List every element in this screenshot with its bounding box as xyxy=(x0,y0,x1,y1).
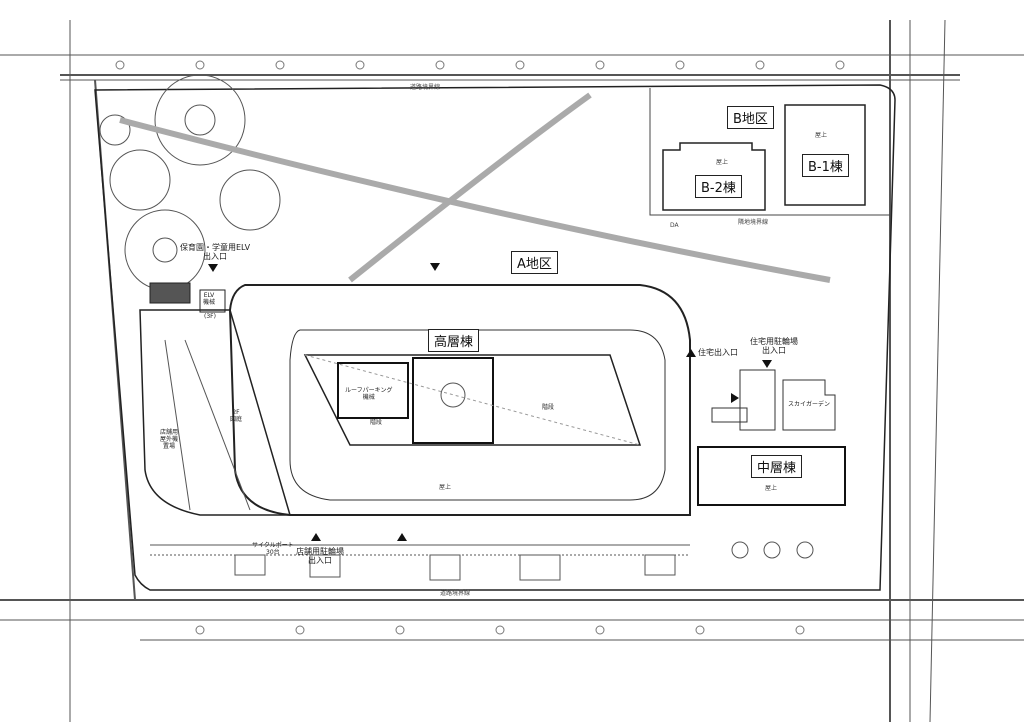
adjacent-boundary-label: 隣地境界線 xyxy=(738,219,769,226)
entrance-arrow-icon xyxy=(430,263,440,271)
label-line: ルーフパーキング xyxy=(345,387,393,394)
b1-label: B-1棟 xyxy=(802,154,849,177)
site-boundary xyxy=(94,84,896,591)
stairs-label: 階段 xyxy=(370,419,383,426)
label-line: 出入口 xyxy=(203,252,228,262)
sky-garden-label: スカイガーデン xyxy=(788,401,831,408)
label-line: サイクルポート xyxy=(252,542,294,549)
b2-rooftop: 屋上 xyxy=(716,159,729,166)
road-boundary-north: 道路境界線 xyxy=(410,84,441,91)
high-rise-label: 高層棟 xyxy=(428,329,480,352)
shop-bicycle-entrance-label: 店舗用駐輪場出入口 xyxy=(296,547,344,565)
entrance-arrow-icon xyxy=(686,349,696,357)
label-line: 出入口 xyxy=(308,556,332,566)
label-line: 店舗用駐輪場 xyxy=(296,547,344,556)
entrance-arrow-icon xyxy=(311,533,321,541)
residence-entrance-label: 住宅出入口 xyxy=(698,348,738,357)
entrance-arrow-icon xyxy=(762,360,772,368)
residence-bicycle-entrance-label: 住宅用駐輪場出入口 xyxy=(750,337,798,355)
entrance-arrow-icon xyxy=(208,264,218,272)
da-label: DA xyxy=(670,222,679,229)
mid-rise-label: 中層棟 xyxy=(751,455,803,478)
label-line: 機械 xyxy=(362,393,375,401)
elv-floor-label: (3F) xyxy=(204,313,216,320)
label-line: 屋外機 xyxy=(160,435,179,443)
district-a-label: A地区 xyxy=(511,251,558,274)
b1-rooftop: 屋上 xyxy=(815,132,828,139)
label-line: 園庭 xyxy=(230,415,243,423)
label-line: 出入口 xyxy=(762,346,786,356)
label-line: 保育園・学童用ELV xyxy=(180,243,251,252)
stairs-label-east: 階段 xyxy=(542,404,555,411)
label-line: 30台 xyxy=(266,548,280,556)
label-line: 置場 xyxy=(163,442,176,450)
road-boundary-south: 道路境界線 xyxy=(440,590,471,597)
label-line: 2F xyxy=(232,409,240,416)
mid-rise-rooftop: 屋上 xyxy=(765,485,778,492)
b2-label: B-2棟 xyxy=(695,175,742,198)
district-b-label: B地区 xyxy=(727,106,774,129)
high-rise-rooftop: 屋上 xyxy=(439,484,452,491)
entrance-arrow-icon xyxy=(397,533,407,541)
label-line: ELV xyxy=(203,292,215,299)
entrance-arrow-icon xyxy=(731,393,739,403)
label-line: 機械 xyxy=(203,298,216,306)
roof-parking-label: ルーフパーキング機械 xyxy=(345,387,393,402)
label-line: 店舗用 xyxy=(160,429,179,436)
podium-outline xyxy=(228,284,691,516)
shop-outdoor-unit-label: 店舗用屋外機置場 xyxy=(160,429,179,451)
label-line: 住宅用駐輪場 xyxy=(750,337,798,346)
